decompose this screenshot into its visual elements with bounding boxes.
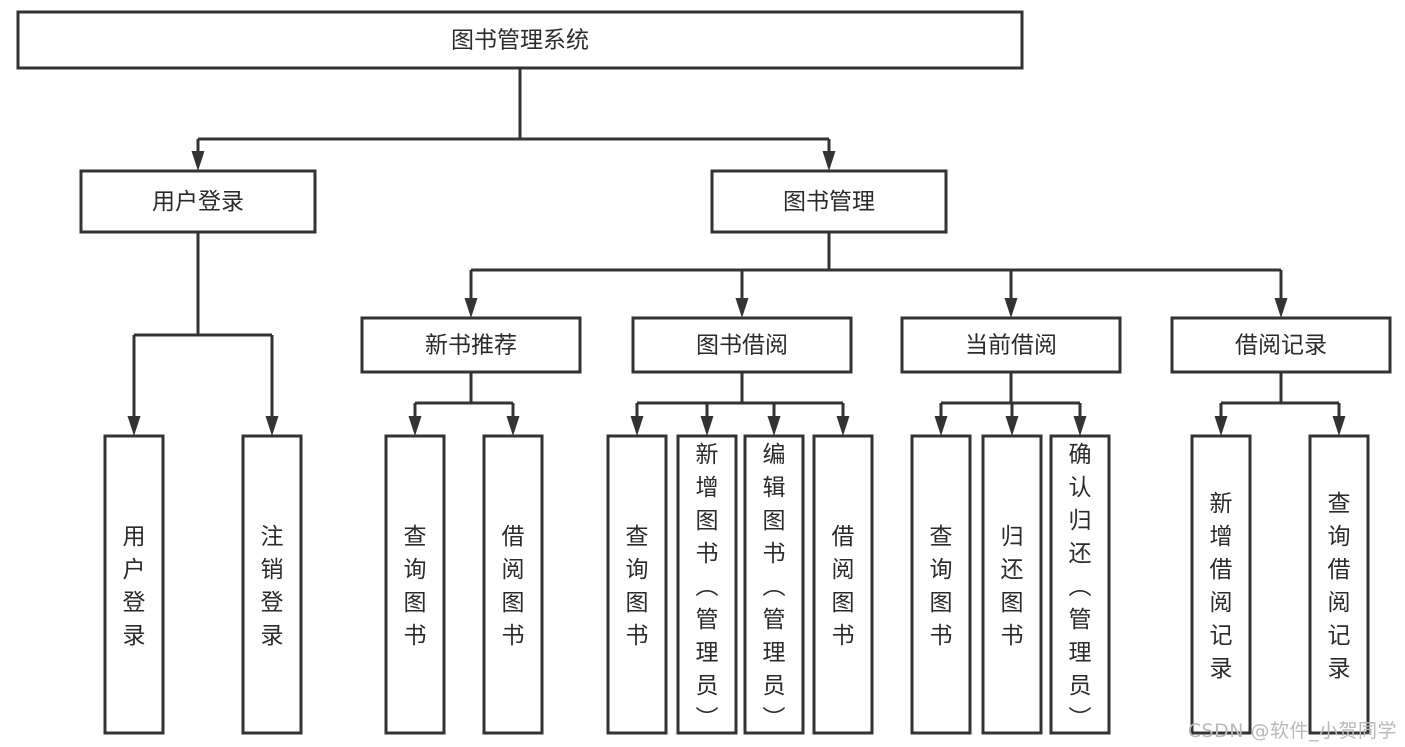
- node-label-leaf-confirm-return: 确认归还︵管理员︶: [1069, 442, 1092, 732]
- node-label-user-login: 用户登录: [152, 189, 244, 215]
- node-label-new-book-rec: 新书推荐: [425, 333, 517, 359]
- node-box-book-manage[interactable]: [710, 169, 948, 234]
- node-box-leaf-user-login[interactable]: [103, 434, 165, 735]
- node-new-book-rec[interactable]: 新书推荐: [360, 316, 582, 374]
- node-box-leaf-confirm-return[interactable]: [1049, 434, 1111, 735]
- node-leaf-confirm-return[interactable]: 确认归还︵管理员︶: [1049, 434, 1111, 735]
- node-label-leaf-borrow-book: 借阅图书: [832, 524, 855, 649]
- node-box-leaf-return-book[interactable]: [981, 434, 1043, 735]
- node-box-leaf-query-book[interactable]: [606, 434, 668, 735]
- node-user-login[interactable]: 用户登录: [79, 169, 317, 234]
- connector-group: [191, 68, 836, 171]
- node-label-leaf-query-record: 查询借阅记录: [1328, 491, 1351, 682]
- node-box-leaf-query-book-cur[interactable]: [910, 434, 972, 735]
- node-label-leaf-edit-book: 编辑图书︵管理员︶: [763, 442, 786, 732]
- node-leaf-borrow-book[interactable]: 借阅图书: [812, 434, 874, 735]
- connector-group: [127, 232, 279, 436]
- connector-group: [934, 372, 1087, 436]
- connector-layer: [127, 68, 1346, 436]
- node-leaf-borrow-book-rec[interactable]: 借阅图书: [482, 434, 544, 735]
- node-current-borrow[interactable]: 当前借阅: [900, 316, 1122, 374]
- node-label-leaf-query-book: 查询图书: [626, 524, 649, 649]
- node-leaf-query-book-cur[interactable]: 查询图书: [910, 434, 972, 735]
- node-box-leaf-query-record[interactable]: [1308, 434, 1370, 735]
- node-label-leaf-query-book-cur: 查询图书: [930, 524, 953, 649]
- node-leaf-return-book[interactable]: 归还图书: [981, 434, 1043, 735]
- node-label-current-borrow: 当前借阅: [965, 333, 1057, 359]
- node-leaf-logout[interactable]: 注销登录: [241, 434, 303, 735]
- node-label-book-borrow: 图书借阅: [696, 333, 788, 359]
- node-box-leaf-add-record[interactable]: [1190, 434, 1252, 735]
- node-book-manage[interactable]: 图书管理: [710, 169, 948, 234]
- node-label-borrow-record: 借阅记录: [1235, 333, 1327, 359]
- node-book-borrow[interactable]: 图书借阅: [631, 316, 853, 374]
- node-leaf-user-login[interactable]: 用户登录: [103, 434, 165, 735]
- node-label-book-manage: 图书管理: [783, 189, 875, 215]
- node-leaf-add-record[interactable]: 新增借阅记录: [1190, 434, 1252, 735]
- node-label-leaf-add-record: 新增借阅记录: [1210, 491, 1233, 682]
- connector-group: [1214, 372, 1346, 436]
- node-leaf-query-book[interactable]: 查询图书: [606, 434, 668, 735]
- node-layer: 图书管理系统用户登录图书管理新书推荐图书借阅当前借阅借阅记录用户登录注销登录查询…: [16, 10, 1392, 735]
- node-box-root[interactable]: [16, 10, 1024, 70]
- node-label-leaf-add-book: 新增图书︵管理员︶: [696, 442, 719, 732]
- node-box-leaf-query-book-rec[interactable]: [384, 434, 446, 735]
- node-box-leaf-edit-book[interactable]: [743, 434, 805, 735]
- node-box-leaf-borrow-book-rec[interactable]: [482, 434, 544, 735]
- node-leaf-edit-book[interactable]: 编辑图书︵管理员︶: [743, 434, 805, 735]
- node-box-current-borrow[interactable]: [900, 316, 1122, 374]
- node-leaf-add-book[interactable]: 新增图书︵管理员︶: [676, 434, 738, 735]
- node-label-leaf-borrow-book-rec: 借阅图书: [502, 524, 525, 649]
- node-box-book-borrow[interactable]: [631, 316, 853, 374]
- connector-group: [408, 372, 520, 436]
- node-box-leaf-add-book[interactable]: [676, 434, 738, 735]
- node-box-new-book-rec[interactable]: [360, 316, 582, 374]
- node-box-leaf-logout[interactable]: [241, 434, 303, 735]
- node-label-leaf-logout: 注销登录: [261, 524, 284, 649]
- connector-group: [464, 232, 1288, 318]
- node-borrow-record[interactable]: 借阅记录: [1170, 316, 1392, 374]
- node-leaf-query-book-rec[interactable]: 查询图书: [384, 434, 446, 735]
- connector-group: [630, 372, 850, 436]
- node-root[interactable]: 图书管理系统: [16, 10, 1024, 70]
- node-box-user-login[interactable]: [79, 169, 317, 234]
- node-leaf-query-record[interactable]: 查询借阅记录: [1308, 434, 1370, 735]
- node-label-root: 图书管理系统: [451, 28, 589, 54]
- node-box-borrow-record[interactable]: [1170, 316, 1392, 374]
- node-label-leaf-user-login: 用户登录: [123, 524, 146, 649]
- node-label-leaf-return-book: 归还图书: [1001, 524, 1024, 649]
- node-box-leaf-borrow-book[interactable]: [812, 434, 874, 735]
- node-label-leaf-query-book-rec: 查询图书: [404, 524, 427, 649]
